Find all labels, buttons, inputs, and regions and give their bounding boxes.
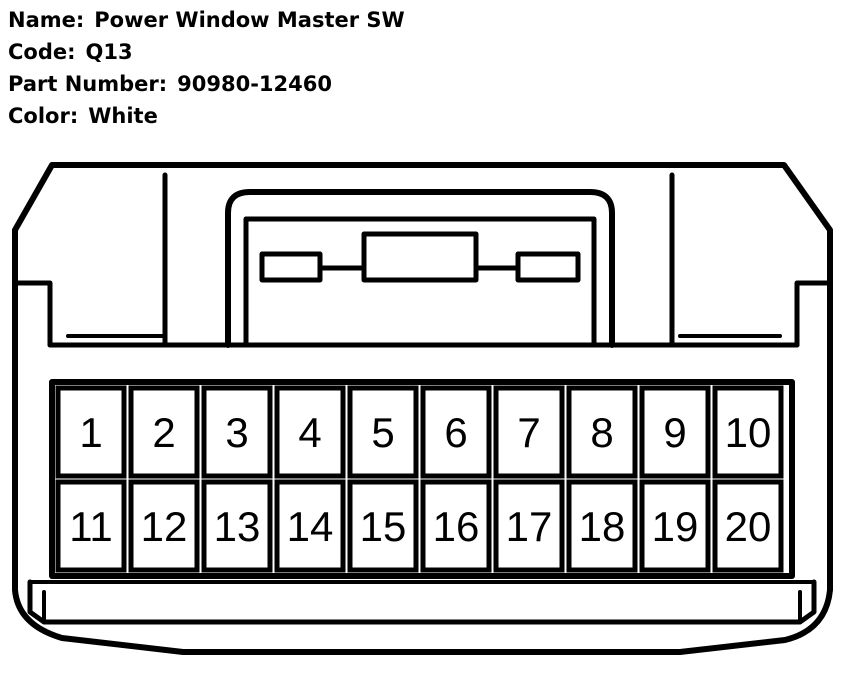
pin-number: 17 <box>506 503 553 550</box>
part-number-label: Part Number: <box>8 72 168 96</box>
pin-cavity <box>639 479 711 573</box>
pin-cavity <box>201 385 273 479</box>
pin-cavity <box>128 385 200 479</box>
color-value: White <box>88 104 158 128</box>
pin-block-frame <box>49 379 795 579</box>
pin-number: 2 <box>152 409 175 456</box>
pin-cavity <box>274 479 346 573</box>
part-number-value: 90980-12460 <box>177 72 332 96</box>
pin-number: 5 <box>371 409 394 456</box>
part-number-row: Part Number: 90980-12460 <box>8 68 405 100</box>
latch-block-center <box>361 231 479 283</box>
pin-number: 6 <box>444 409 467 456</box>
pin-number: 7 <box>517 409 540 456</box>
left-shoulder <box>12 172 168 348</box>
pin-number: 11 <box>69 503 113 550</box>
pin-cavity <box>566 479 638 573</box>
pin-number: 10 <box>725 409 772 456</box>
code-label: Code: <box>8 40 76 64</box>
pin-cavity <box>347 385 419 479</box>
lock-tab-outer <box>225 189 615 348</box>
bottom-lip-inner <box>28 580 816 624</box>
pin-number: 9 <box>663 409 686 456</box>
name-value: Power Window Master SW <box>94 8 405 32</box>
pin-cavity <box>639 385 711 479</box>
connector-info: Name: Power Window Master SW Code: Q13 Par… <box>8 4 405 132</box>
pin-number: 19 <box>652 503 699 550</box>
pin-cavity <box>420 479 492 573</box>
pin-cavity <box>712 385 784 479</box>
pin-number: 13 <box>214 503 261 550</box>
pin-cavity <box>128 479 200 573</box>
latch-block-left <box>259 251 323 283</box>
color-label: Color: <box>8 104 79 128</box>
name-row: Name: Power Window Master SW <box>8 4 405 36</box>
name-label: Name: <box>8 8 85 32</box>
pin-cavity <box>55 479 127 573</box>
latch-block-right <box>515 251 581 283</box>
pin-cavity <box>55 385 127 479</box>
code-row: Code: Q13 <box>8 36 405 68</box>
housing-outline <box>12 162 833 655</box>
pin-number: 18 <box>579 503 626 550</box>
pin-cavity <box>201 479 273 573</box>
pin-number: 15 <box>360 503 407 550</box>
pin-number: 4 <box>298 409 321 456</box>
pin-cavity <box>566 385 638 479</box>
pin-cavity <box>420 385 492 479</box>
lock-tab-inner <box>243 216 597 348</box>
pin-number: 3 <box>225 409 248 456</box>
pin-cavity <box>493 479 565 573</box>
pin-cavity <box>712 479 784 573</box>
pin-cavity <box>274 385 346 479</box>
pin-cavity <box>347 479 419 573</box>
code-value: Q13 <box>85 40 133 64</box>
color-row: Color: White <box>8 100 405 132</box>
pin-number: 14 <box>287 503 334 550</box>
pin-number: 8 <box>590 409 613 456</box>
pin-number: 20 <box>725 503 772 550</box>
pin-cavity <box>493 385 565 479</box>
pin-number: 16 <box>433 503 480 550</box>
pin-number: 12 <box>141 503 188 550</box>
bottom-lip <box>27 579 817 625</box>
pin-number: 1 <box>79 409 102 456</box>
